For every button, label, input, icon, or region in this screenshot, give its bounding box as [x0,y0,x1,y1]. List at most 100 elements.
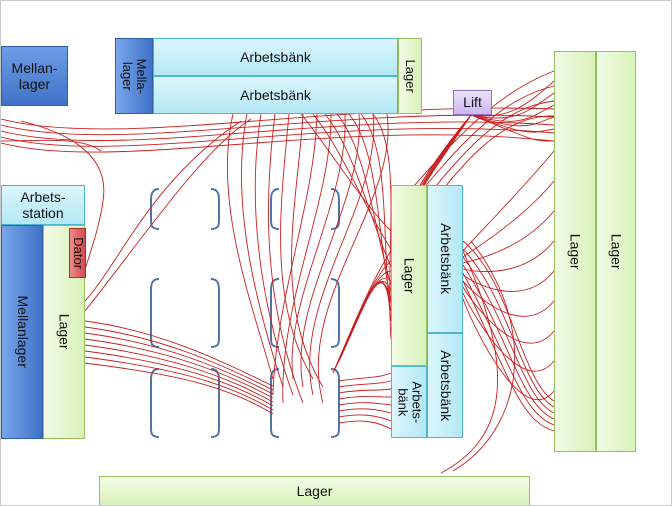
flow-path-72 [462,298,555,401]
dator: Dator [69,228,86,278]
flow-path-43 [338,420,392,430]
arbetsbank-top-2-label: Arbetsbänk [240,86,311,103]
flow-path-45 [333,260,392,372]
flow-path-39 [338,396,392,400]
bracket-left-2-open [150,278,160,348]
flow-path-16 [348,113,392,304]
flow-path-23 [1,134,555,153]
flow-path-25 [1,139,102,152]
mellanlager-top-left: Mellan- lager [1,46,68,106]
flow-path-3 [268,113,304,404]
lager-top-small-label: Lager [403,59,419,93]
bracket-left-1-open [150,188,160,230]
lager-bottom-label: Lager [296,482,333,499]
lager-top-small: Lager [398,38,422,114]
flow-path-63 [470,114,555,142]
flow-path-1 [241,113,284,388]
flow-path-41 [338,408,392,414]
flow-path-69 [462,280,555,317]
arbetsbank-small: Arbets- bänk [391,366,427,438]
flow-path-64 [462,150,555,252]
flow-path-11 [317,113,389,404]
lager-right-1: Lager [554,51,596,452]
flow-path-0 [226,113,274,380]
flow-path-4 [280,113,314,380]
flow-path-35 [84,118,252,312]
bracket-right-2-open [270,278,280,348]
flow-path-14 [324,113,392,268]
bracket-right-3-open [270,368,280,438]
flow-path-77 [462,272,555,426]
flow-path-37 [338,380,392,388]
arbetsbank-top-1-label: Arbetsbänk [240,48,311,65]
flow-path-21 [1,121,555,141]
arbetsbank-top-2: Arbetsbänk [153,76,398,114]
mellanlager-left: Mellanlager [1,225,43,439]
flow-path-55 [470,92,555,119]
flow-path-71 [462,292,555,372]
bracket-right-1-open [270,188,280,230]
flow-path-57 [470,104,555,122]
flow-path-34 [84,120,242,302]
arbetsbank-small-label: Arbets- bänk [395,381,425,423]
bracket-left-3-open [150,368,160,438]
flow-path-13 [312,113,392,250]
flow-path-40 [338,402,392,406]
flow-path-79 [440,250,499,474]
flow-path-48 [336,281,392,366]
flow-path-42 [338,414,392,422]
bracket-right-3-close [330,368,340,438]
lift-label: Lift [463,94,482,111]
arbetsbank-mid-1: Arbetsbänk [427,185,463,333]
flow-path-75 [462,256,555,414]
workspace-brackets [150,188,340,438]
lager-left-label: Lager [56,314,73,350]
flow-path-74 [462,248,555,408]
mellanlager-small-label: Mella- lager [120,58,150,94]
flow-path-7 [282,113,332,404]
flow-path-32 [84,356,274,411]
bracket-left-1-close [210,188,220,230]
flow-path-81 [400,70,555,202]
arbetsbank-mid-2: Arbetsbänk [427,333,463,438]
flow-path-2 [254,113,294,396]
lager-bottom: Lager [99,476,530,505]
flow-path-49 [337,282,392,364]
flow-path-6 [272,113,318,396]
flow-path-8 [291,113,346,380]
flow-path-65 [462,180,555,258]
flow-path-50 [338,282,392,362]
dator-label: Dator [70,237,86,269]
flow-path-26 [84,320,274,387]
arbetsbank-mid-2-label: Arbetsbänk [437,350,454,421]
lager-right-2: Lager [596,51,636,452]
flow-path-10 [309,113,375,396]
flow-path-53 [470,80,555,117]
lager-middle: Lager [391,185,427,366]
bracket-left-2-close [210,278,220,348]
flow-path-46 [334,270,392,370]
arbetsbank-mid-1-label: Arbetsbänk [437,223,454,295]
flow-path-31 [84,350,274,407]
flow-path-80 [452,240,516,472]
flow-path-27 [84,326,274,391]
flow-path-67 [462,240,555,273]
mellanlager-small: Mella- lager [115,38,153,114]
arbetsstation-label: Arbets- station [20,188,66,221]
arbetsstation: Arbets- station [1,185,85,225]
flow-path-12 [300,113,392,232]
bracket-right-2-close [330,278,340,348]
lift: Lift [453,90,492,115]
flow-path-61 [470,114,555,133]
flow-path-68 [462,270,555,292]
flow-path-30 [84,344,274,403]
lager-right-1-label: Lager [567,233,584,270]
flow-path-73 [462,240,555,402]
flow-path-38 [338,388,392,394]
flow-path-51 [339,281,392,360]
flow-path-78 [462,280,555,432]
flow-path-47 [335,277,392,368]
flow-path-59 [470,114,555,127]
flow-path-28 [84,332,274,395]
